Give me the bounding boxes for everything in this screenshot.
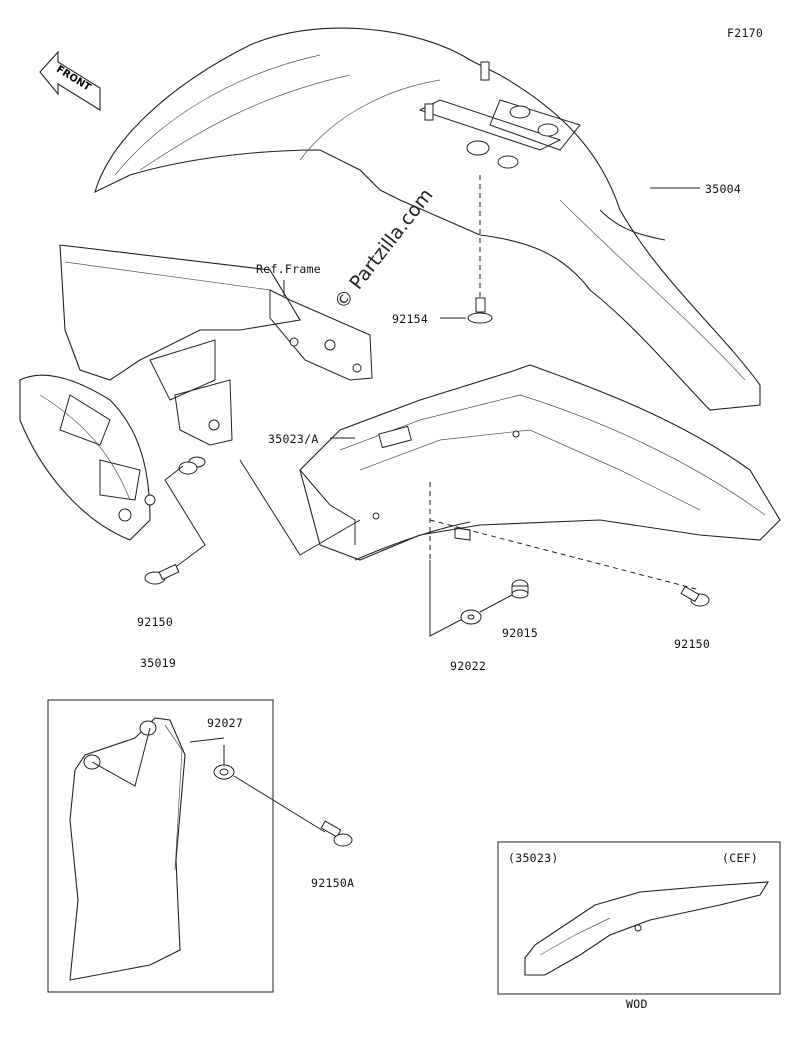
grommet-92027[interactable] (213, 764, 235, 780)
frame-collar (178, 456, 206, 475)
bolt-92150-left[interactable] (144, 563, 180, 585)
figure-id: F2170 (727, 26, 764, 40)
inset-part-label: (35023) (508, 851, 559, 865)
label-92154[interactable]: 92154 (392, 312, 429, 326)
mud-flap[interactable] (69, 717, 186, 981)
ref-frame-label: Ref.Frame (256, 262, 322, 276)
label-92150A[interactable]: 92150A (311, 876, 355, 890)
label-92015[interactable]: 92015 (502, 626, 539, 640)
frame-reference (19, 244, 373, 541)
flap-group-box (47, 699, 274, 993)
inset-box (497, 841, 781, 995)
washer-92022[interactable] (460, 609, 482, 625)
inset-caption: WOD (626, 997, 648, 1011)
rear-fender-35023A[interactable] (299, 364, 781, 561)
label-35004[interactable]: 35004 (705, 182, 742, 196)
label-92150-left[interactable]: 92150 (137, 615, 174, 629)
bolt-92150-right[interactable] (680, 585, 710, 607)
label-92027[interactable]: 92027 (207, 716, 244, 730)
inset-region-label: (CEF) (722, 851, 759, 865)
label-35019[interactable]: 35019 (140, 656, 177, 670)
front-arrow-icon: FRONT (39, 50, 101, 111)
front-fender-35004[interactable] (94, 27, 761, 411)
label-92022[interactable]: 92022 (450, 659, 487, 673)
collar-92015[interactable] (511, 579, 529, 599)
bolt-92150A[interactable] (320, 820, 353, 847)
label-35023A[interactable]: 35023/A (268, 432, 319, 446)
inset-rear-fender (524, 881, 770, 976)
bolt-92154[interactable] (467, 297, 493, 324)
label-92150-right[interactable]: 92150 (674, 637, 711, 651)
